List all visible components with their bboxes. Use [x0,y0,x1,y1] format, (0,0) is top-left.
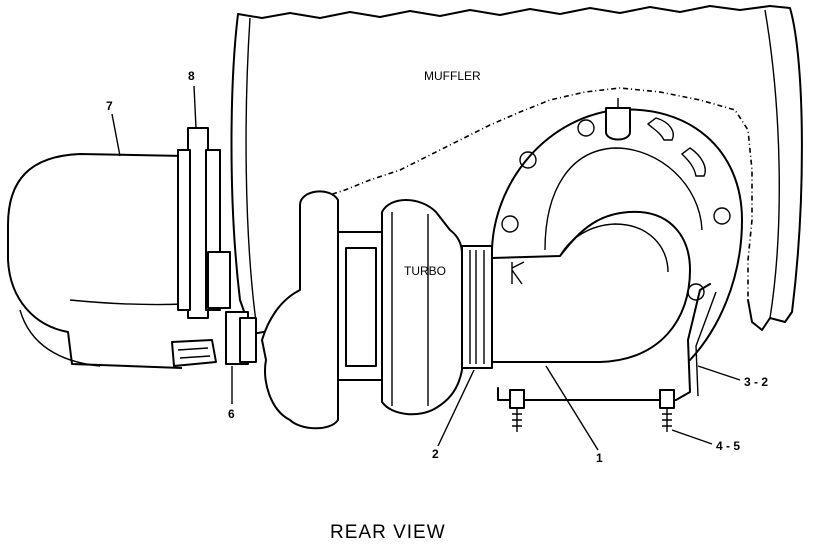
inlet-scroll [490,108,743,361]
muffler-inner-edge [245,17,257,323]
callout-2: 2 [432,447,439,461]
callout-3-2: 3 - 2 [744,375,768,389]
callout-6: 6 [228,407,235,421]
exhaust-elbow [491,210,691,363]
support-bracket [497,283,711,401]
callout-4-5: 4 - 5 [716,439,740,453]
clamp-bracket [239,317,257,363]
turbo-compressor-housing [261,190,339,430]
adapter-box [207,251,231,309]
bolt-hole [687,283,705,301]
top-boss [605,107,631,141]
callout-1: 1 [596,451,603,465]
turbine-ribs [391,212,429,406]
turbo-bearing-housing [345,247,377,367]
callout-8: 8 [188,69,195,83]
air-cleaner-lower [19,309,101,367]
bolt-right [659,389,675,432]
callout-7: 7 [106,99,113,113]
air-cleaner-band [69,299,186,306]
leader-3 [697,365,741,381]
bolt-hole [713,207,731,225]
label-turbo: TURBO [404,264,446,278]
flange-inner [177,149,191,311]
muffler-hidden-edge [299,87,753,300]
leader-2 [437,369,475,447]
v-band-clamp [461,245,493,369]
v-band-detail [469,250,485,364]
leader-1 [545,365,599,451]
turbo-turbine-housing [381,199,463,416]
label-muffler: MUFFLER [424,69,481,83]
muffler-outline [230,5,803,341]
support-bracket-inner [695,291,717,397]
bolt-hole [519,151,537,169]
bolt-left [509,389,525,432]
muffler-right-inner [764,9,780,319]
view-caption: REAR VIEW [330,522,446,543]
bolt-hole [501,215,519,233]
leader-8 [193,85,197,129]
elbow-inner-curve [559,223,669,273]
air-cleaner-body [7,153,186,369]
leader-4 [671,429,713,445]
slot-hole [680,147,706,177]
clamp-detail [177,347,211,359]
bolt-hole [577,119,595,137]
elbow-mark [511,261,525,285]
leader-7 [111,113,121,157]
hose-clamp [171,339,217,367]
inlet-scroll-inner [544,147,703,251]
slot-hole [646,117,674,141]
